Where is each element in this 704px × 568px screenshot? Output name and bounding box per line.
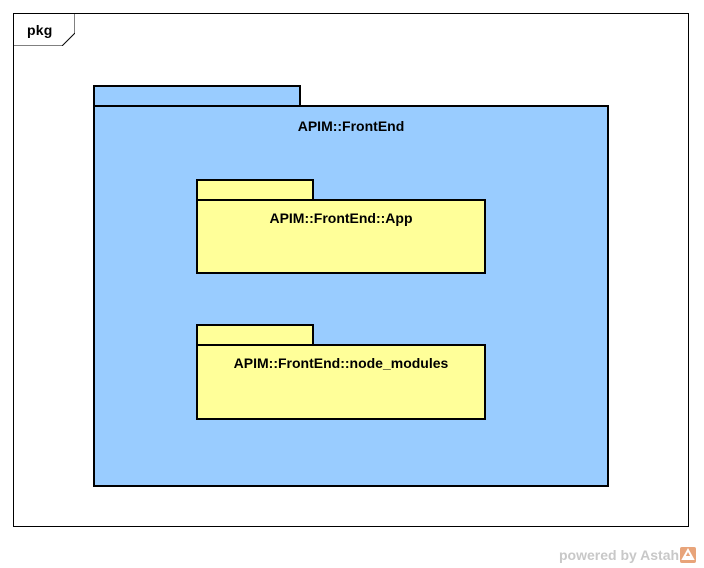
package-name-node-modules: APIM::FrontEnd::node_modules <box>233 355 449 371</box>
package-tab-frontend[interactable] <box>93 85 301 107</box>
astah-watermark: powered by Astah <box>559 546 697 564</box>
frame-tab-shape <box>13 13 75 46</box>
frame-name-tab: pkg <box>13 13 75 46</box>
package-node-modules[interactable]: APIM::FrontEnd::node_modules <box>196 344 486 420</box>
package-name-frontend: APIM::FrontEnd <box>297 118 405 134</box>
package-app[interactable]: APIM::FrontEnd::App <box>196 199 486 274</box>
package-tab-node-modules[interactable] <box>196 324 314 346</box>
package-frontend[interactable]: APIM::FrontEnd <box>93 105 609 487</box>
astah-logo-icon <box>680 547 697 563</box>
package-name-app: APIM::FrontEnd::App <box>269 210 413 226</box>
watermark-text: powered by Astah <box>559 547 680 563</box>
package-tab-app[interactable] <box>196 179 314 201</box>
frame-label: pkg <box>27 22 53 38</box>
